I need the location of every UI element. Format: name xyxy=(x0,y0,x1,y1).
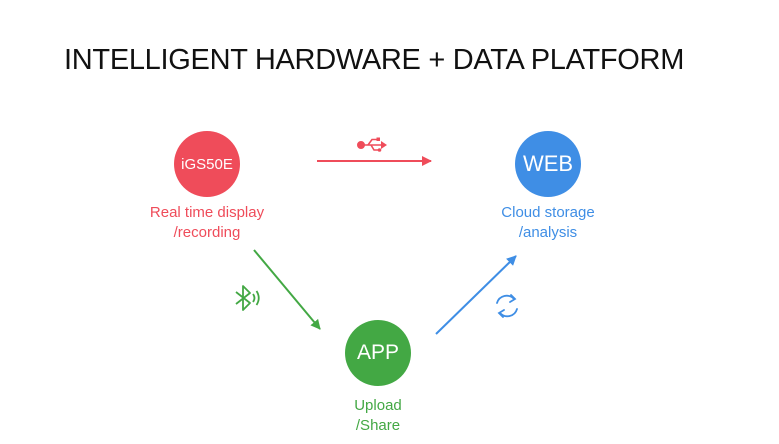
app-to-web-arrow xyxy=(435,255,517,335)
page-title: INTELLIGENT HARDWARE + DATA PLATFORM xyxy=(64,44,685,76)
device-node-label: iGS50E xyxy=(181,155,233,173)
device-node: iGS50E xyxy=(174,131,240,197)
app-caption-line1: Upload xyxy=(354,397,402,414)
device-to-app-arrow xyxy=(253,249,321,330)
device-caption: Real time display /recording xyxy=(132,203,282,243)
app-caption: Upload /Share xyxy=(318,396,438,436)
app-node-label: APP xyxy=(356,341,400,364)
usb-icon xyxy=(356,137,387,152)
device-caption-line1: Real time display xyxy=(149,204,265,221)
app-node: APP xyxy=(345,320,411,386)
app-caption-line2: /Share xyxy=(355,417,401,434)
web-caption: Cloud storage /analysis xyxy=(468,203,628,243)
web-node: WEB xyxy=(515,131,581,197)
web-caption-line2: /analysis xyxy=(518,224,578,241)
device-caption-line2: /recording xyxy=(173,224,241,241)
sync-icon xyxy=(496,294,518,318)
web-caption-line1: Cloud storage xyxy=(501,204,595,221)
web-node-label: WEB xyxy=(522,151,574,176)
bluetooth-icon xyxy=(235,285,260,311)
